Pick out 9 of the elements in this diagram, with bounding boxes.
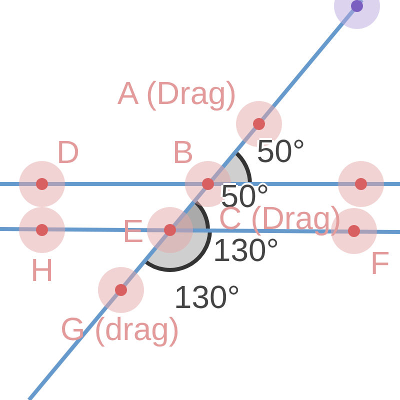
point-label: F — [370, 247, 390, 279]
angle-label: 50° — [256, 135, 306, 167]
angle-label: 130° — [212, 234, 280, 266]
point-label: A (Drag) — [117, 77, 237, 109]
point-label: B — [172, 136, 194, 168]
point-label: G (drag) — [60, 313, 180, 345]
point-label: D — [56, 136, 80, 168]
point-label: H — [30, 254, 54, 286]
angle-label: 130° — [174, 281, 240, 313]
